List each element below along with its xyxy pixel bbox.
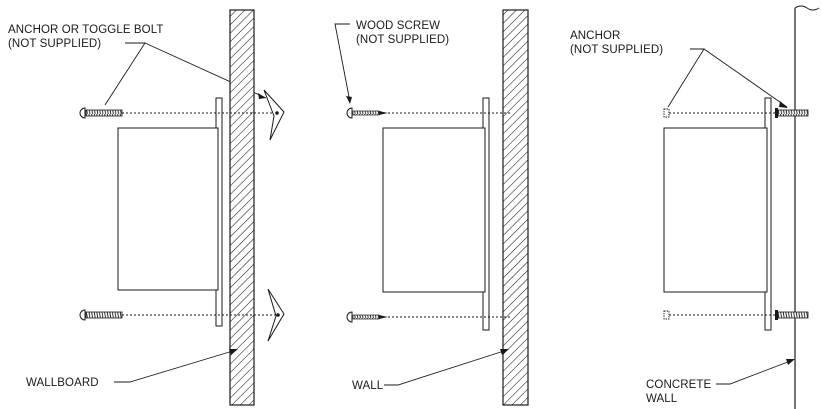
concrete-fastener-label-line2: (NOT SUPPLIED): [570, 44, 663, 56]
arrowhead: [258, 93, 266, 99]
wallboard-label: WALLBOARD: [26, 377, 99, 389]
concrete-wall-label-line1: CONCRETE: [646, 379, 712, 391]
panel-wood: WOOD SCREW (NOT SUPPLIED) WALL: [334, 9, 529, 406]
wood-screw-bottom: [346, 311, 510, 323]
concrete-wall-label-line2: WALL: [646, 393, 678, 405]
toggle-bolt-top: [79, 89, 286, 141]
toggle-bolt-bottom: [79, 288, 286, 342]
wood-wall: [502, 9, 529, 406]
leader-to-anchor-left: [667, 48, 705, 108]
concrete-wall: [795, 8, 822, 409]
device-box: [663, 127, 768, 293]
concrete-anchor-bottom: [663, 310, 809, 320]
wood-wall-label: WALL: [352, 380, 384, 392]
device-box: [382, 127, 486, 293]
concrete-fastener-label-line1: ANCHOR: [570, 30, 620, 42]
leader-to-wallboard: [114, 349, 237, 383]
leader-to-anchor-right: [703, 48, 788, 108]
device-box: [117, 127, 219, 291]
panel-concrete: ANCHOR (NOT SUPPLIED) CONCRETE WALL: [570, 5, 822, 409]
concrete-anchor-top: [663, 108, 809, 118]
leader-to-bolt: [104, 42, 146, 106]
panel-wallboard: ANCHOR OR TOGGLE BOLT (NOT SUPPLIED): [8, 9, 286, 406]
leader-to-concrete-wall: [716, 359, 794, 385]
wallboard-wall: [229, 9, 255, 406]
wood-fastener-label-line2: (NOT SUPPLIED): [356, 34, 449, 46]
wood-screw-top: [346, 107, 510, 119]
leader-to-wall: [384, 349, 508, 386]
wallboard-fastener-label-line1: ANCHOR OR TOGGLE BOLT: [8, 24, 163, 36]
wallboard-fastener-label-line2: (NOT SUPPLIED): [8, 38, 101, 50]
leader-to-wood-screw: [334, 23, 351, 103]
wood-fastener-label-line1: WOOD SCREW: [356, 20, 440, 32]
